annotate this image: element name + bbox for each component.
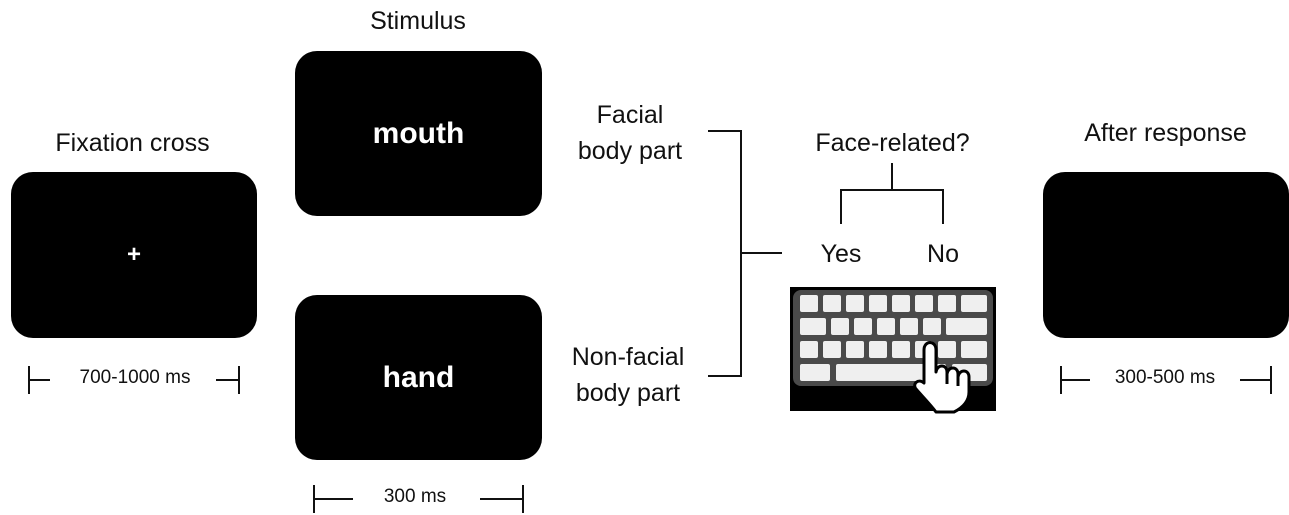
fixation-screen: + [11,172,257,338]
question-label: Face-related? [815,129,970,157]
no-label: No [927,240,959,268]
facial-line1: Facial [596,101,664,129]
stimulus-word-mouth: mouth [372,116,465,150]
stimulus-timing: 300 ms [313,485,524,513]
after-response-label: After response [1084,119,1247,147]
stimulus-screen-mouth: mouth [295,51,542,216]
stimulus-screen-hand: hand [295,295,542,460]
facial-body-part-label: Facial body part [560,100,700,166]
fixation-timing-label: 700-1000 ms [79,367,191,388]
stimulus-label: Stimulus [370,7,466,35]
nonfacial-line2: body part [575,379,681,407]
after-response-timing-label: 300-500 ms [1114,367,1216,388]
after-response-timing: 300-500 ms [1060,366,1272,394]
stimulus-word-hand: hand [382,360,455,394]
facial-line2: body part [577,137,683,165]
yes-label: Yes [820,240,862,268]
after-response-screen [1043,172,1289,338]
nonfacial-body-part-label: Non-facial body part [558,342,698,408]
fixation-timing: 700-1000 ms [28,366,240,394]
nonfacial-line1: Non-facial [571,343,685,371]
fixation-cross-label: Fixation cross [55,129,210,157]
pointing-hand-icon [913,341,971,414]
stimulus-timing-label: 300 ms [383,486,447,507]
fixation-cross-symbol: + [126,241,141,268]
